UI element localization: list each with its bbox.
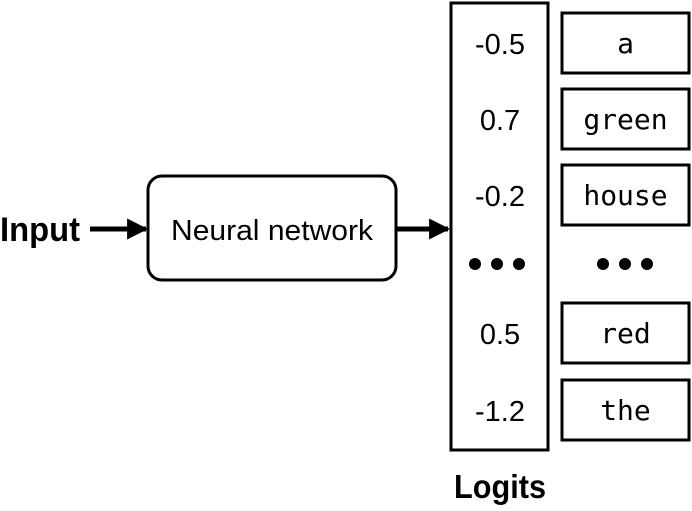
- input-label: Input: [0, 211, 80, 249]
- logit-value: 0.7: [480, 105, 520, 137]
- ellipsis-dot: [619, 258, 631, 270]
- ellipsis-dot: [491, 258, 503, 270]
- token-label: green: [583, 103, 667, 136]
- token-box: [560, 163, 691, 227]
- token-label: house: [583, 179, 667, 212]
- token-ellipsis: [597, 258, 653, 270]
- rows-layer: -0.5 a 0.7 green -0.2 house 0.5 red -1.2 the: [469, 11, 691, 442]
- token-box: [560, 11, 691, 75]
- logit-value: -0.5: [475, 29, 525, 61]
- neural-network-label: Neural network: [171, 215, 374, 247]
- logit-value: 0.5: [480, 319, 520, 351]
- ellipsis-dot: [469, 258, 481, 270]
- token-label: a: [617, 27, 634, 60]
- ellipsis-dot: [513, 258, 525, 270]
- token-label: the: [600, 394, 651, 427]
- logit-ellipsis: [469, 258, 525, 270]
- token-box: [560, 87, 691, 151]
- logits-column: [449, 1, 550, 452]
- logit-value: -0.2: [475, 181, 525, 213]
- token-label: red: [600, 317, 651, 350]
- logit-value: -1.2: [475, 396, 525, 428]
- ellipsis-dot: [641, 258, 653, 270]
- logits-caption: Logits: [454, 468, 546, 505]
- token-box: [560, 378, 691, 442]
- token-box: [560, 301, 691, 365]
- ellipsis-dot: [597, 258, 609, 270]
